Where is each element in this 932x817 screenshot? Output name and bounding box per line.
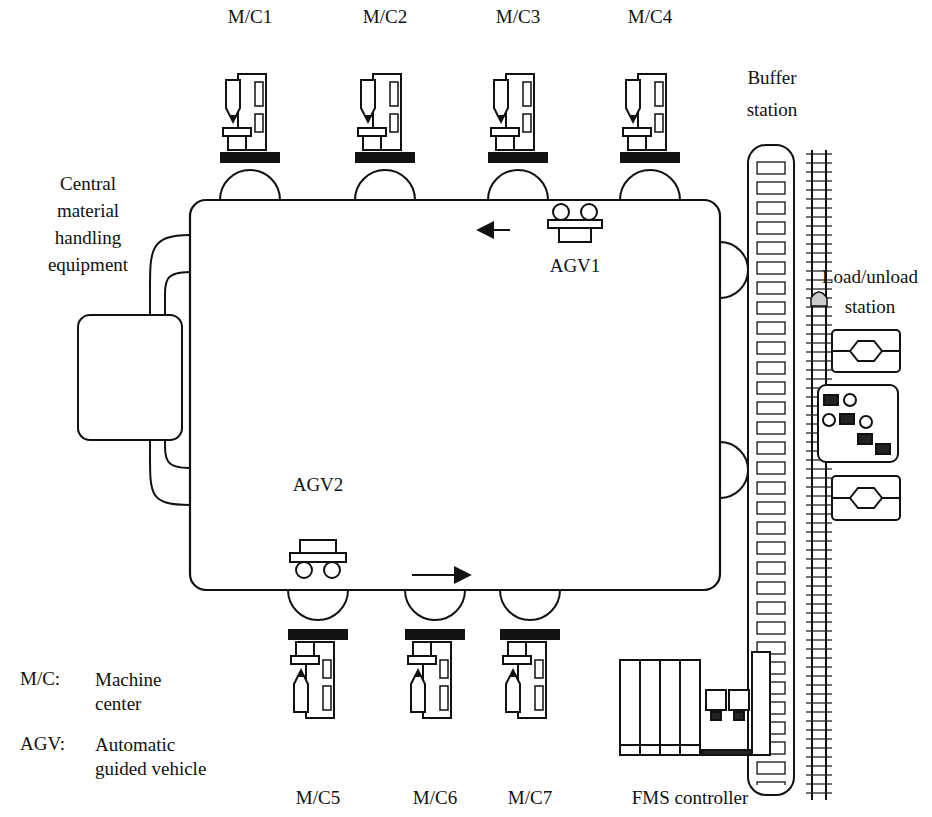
buffer-slots bbox=[748, 155, 794, 785]
legend-abbreviation: M/C: bbox=[20, 668, 60, 690]
rail-ties bbox=[806, 150, 832, 800]
direction-arrow bbox=[412, 574, 470, 576]
agv-track bbox=[190, 200, 720, 590]
controller-label: FMS controller bbox=[632, 787, 749, 809]
fms-controller bbox=[620, 652, 770, 755]
legend-meaning: Automatic guided vehicle bbox=[95, 733, 225, 781]
machine-label: M/C6 bbox=[413, 787, 457, 809]
buffer-station bbox=[748, 145, 794, 795]
station-label: Buffer station bbox=[732, 62, 812, 126]
agv-label: AGV2 bbox=[293, 474, 344, 496]
agv-label: AGV1 bbox=[550, 255, 601, 277]
agv-vehicle bbox=[548, 204, 602, 242]
machine-label: M/C7 bbox=[508, 787, 552, 809]
rail-shuttle bbox=[811, 292, 827, 306]
legend-meaning: Machine center bbox=[95, 668, 190, 716]
load-unload-station bbox=[818, 330, 900, 520]
agv-vehicle bbox=[290, 540, 346, 578]
legend-abbreviation: AGV: bbox=[20, 733, 65, 755]
rail bbox=[811, 150, 813, 800]
machine-label: M/C5 bbox=[296, 787, 340, 809]
machine-label: M/C2 bbox=[363, 6, 407, 28]
rail bbox=[825, 150, 827, 800]
machine-label: M/C4 bbox=[628, 6, 672, 28]
direction-arrow bbox=[478, 229, 510, 231]
handling-equipment bbox=[78, 315, 182, 440]
equipment-label: Central material handling equipment bbox=[41, 170, 136, 278]
docking-arcs bbox=[220, 170, 748, 620]
station-label: Load/unload station bbox=[814, 262, 926, 322]
machine-label: M/C1 bbox=[228, 6, 272, 28]
machine-center bbox=[220, 74, 680, 718]
machine-label: M/C3 bbox=[496, 6, 540, 28]
